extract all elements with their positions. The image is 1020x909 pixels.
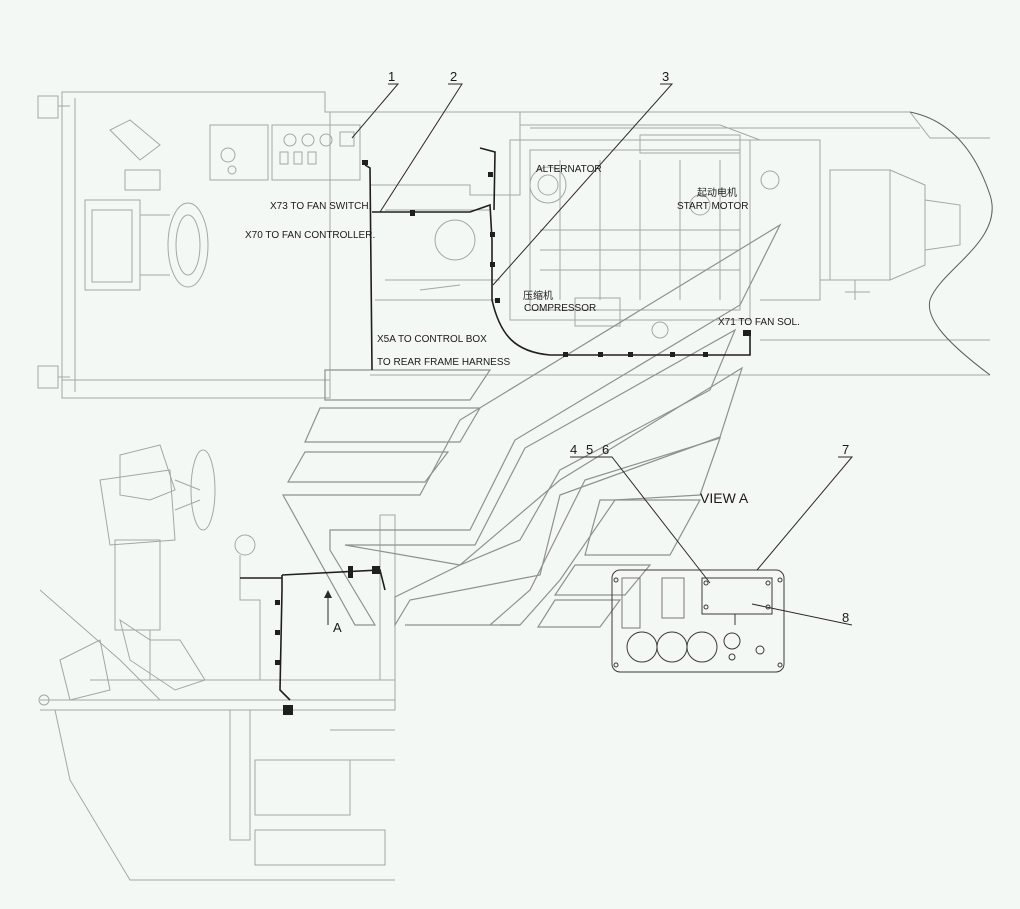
side-view-drawing: [38, 444, 396, 881]
callout-8: 8: [842, 610, 850, 625]
label-compressor: COMPRESSOR: [524, 303, 597, 314]
callout-1: 1: [388, 69, 396, 84]
callout-5: 5: [586, 442, 594, 457]
label-start-motor-cn: 起动电机: [697, 188, 737, 199]
callout-6: 6: [602, 442, 610, 457]
section-arrow: [324, 590, 332, 598]
callout-4: 4: [570, 442, 578, 457]
label-x73: X73 TO FAN SWITCH.: [270, 201, 372, 212]
top-view-drawing: [37, 91, 993, 399]
section-frames: [281, 223, 782, 628]
section-a-marker: A: [333, 620, 342, 635]
label-x5a: X5A TO CONTROL BOX: [377, 334, 487, 345]
callout-2: 2: [450, 69, 458, 84]
callout-3: 3: [662, 69, 670, 84]
leader-lines: [327, 83, 854, 626]
label-compressor-cn: 压缩机: [523, 291, 553, 302]
harness-connectors: [275, 160, 751, 715]
callout-7: 7: [842, 442, 850, 457]
label-x71: X71 TO FAN SOL.: [718, 317, 800, 328]
label-rear-frame: TO REAR FRAME HARNESS: [377, 357, 511, 368]
wiring-harness: [240, 147, 751, 701]
view-a-title: VIEW A: [700, 490, 749, 506]
view-a-panel: [611, 569, 785, 673]
label-x70: X70 TO FAN CONTROLLER.: [245, 230, 376, 241]
label-start-motor: START MOTOR: [677, 201, 749, 212]
label-alternator: ALTERNATOR: [536, 164, 602, 175]
